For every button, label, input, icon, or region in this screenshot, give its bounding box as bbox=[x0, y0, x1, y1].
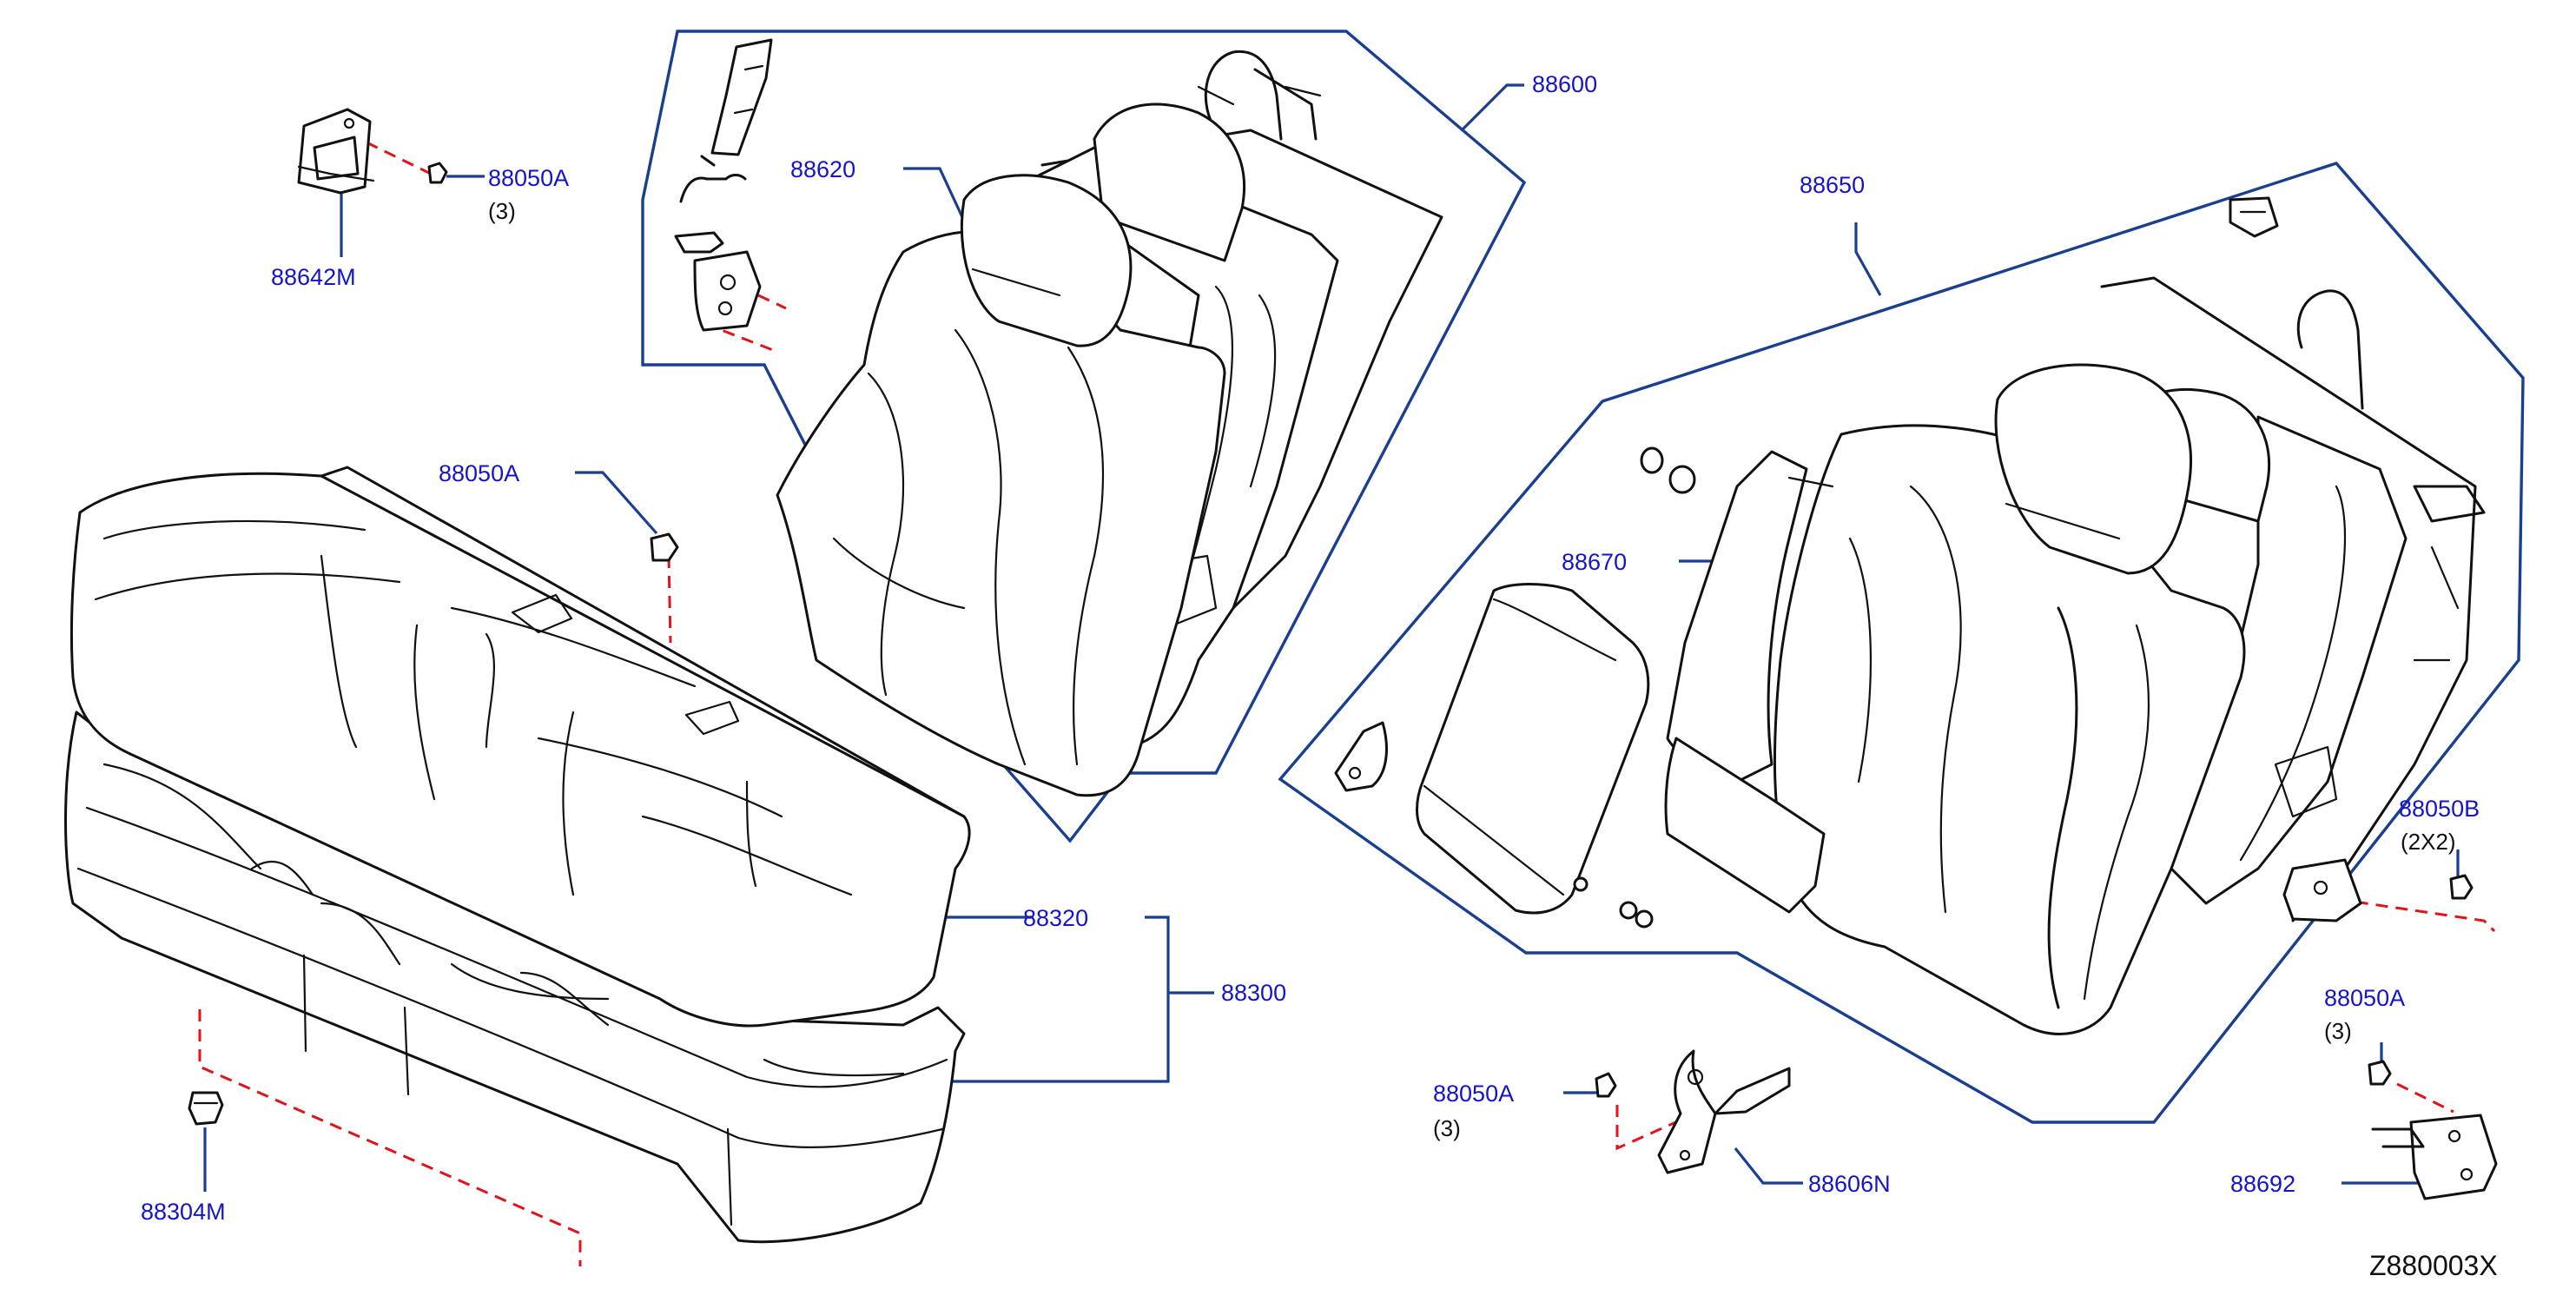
label-88050A-right: 88050A bbox=[2324, 985, 2405, 1011]
armrest-88670 bbox=[1416, 583, 1650, 915]
leader-88606N bbox=[1734, 1147, 1803, 1185]
label-88300: 88300 bbox=[1221, 980, 1286, 1006]
label-88050B: 88050B bbox=[2399, 796, 2480, 822]
label-88050A-bottom: 88050A bbox=[1433, 1081, 1514, 1107]
seatback-88620 bbox=[776, 50, 1443, 797]
label-88670: 88670 bbox=[1562, 549, 1627, 575]
label-88304M: 88304M bbox=[141, 1199, 226, 1225]
label-88320: 88320 bbox=[1023, 905, 1088, 931]
label-88050A-mid: 88050A bbox=[439, 460, 519, 486]
frame-88600-group bbox=[641, 30, 1527, 843]
label-88050A-top: 88050A bbox=[488, 165, 569, 191]
belt-guide-parts bbox=[674, 38, 773, 332]
label-88692: 88692 bbox=[2230, 1171, 2295, 1197]
diagram-code: Z880003X bbox=[2369, 1250, 2498, 1281]
qty-88050A-top: (3) bbox=[488, 198, 516, 224]
label-88606N: 88606N bbox=[1808, 1171, 1891, 1197]
part-labels: 88600 88620 88650 88670 88642M 88050A (3… bbox=[141, 71, 2498, 1281]
leader-88620 bbox=[903, 167, 964, 218]
bracket-88606N bbox=[1657, 1049, 1791, 1174]
label-88650: 88650 bbox=[1800, 172, 1865, 198]
bracket-88642M bbox=[297, 108, 375, 195]
leader-88650 bbox=[1854, 222, 1882, 296]
qty-88050A-right: (3) bbox=[2324, 1018, 2352, 1044]
qty-88050A-bottom: (3) bbox=[1433, 1115, 1461, 1141]
leader-88300 bbox=[951, 916, 1214, 1083]
frame-88650-group bbox=[1278, 162, 2525, 1124]
leader-88050A-mid bbox=[575, 471, 658, 535]
clip-88304M bbox=[188, 1091, 224, 1126]
label-88620: 88620 bbox=[790, 156, 855, 182]
bracket-88692 bbox=[2371, 1114, 2498, 1200]
qty-88050B: (2X2) bbox=[2401, 829, 2456, 855]
seat-cushion-88300 bbox=[64, 466, 971, 1244]
dashed-guides bbox=[198, 141, 2496, 1266]
leader-88600 bbox=[1460, 83, 1524, 132]
seatback-88650 bbox=[1664, 276, 2486, 1035]
bolts bbox=[427, 162, 2474, 1098]
small-parts bbox=[1334, 196, 2279, 929]
label-88600: 88600 bbox=[1532, 71, 1597, 97]
label-88642M: 88642M bbox=[271, 264, 356, 290]
hinge-bracket-88050B bbox=[2282, 858, 2362, 922]
